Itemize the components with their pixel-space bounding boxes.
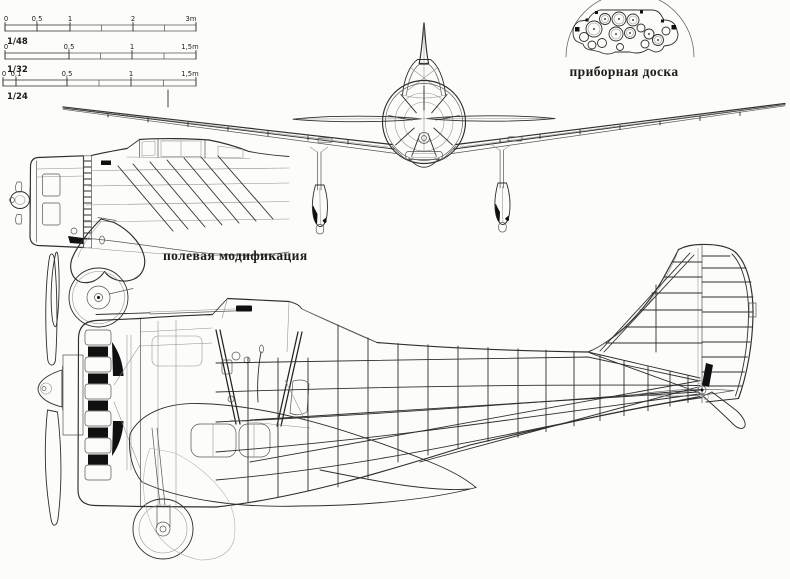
cutaway-side-view-drawing	[37, 243, 757, 561]
nose-side-view-drawing: полевая модификация	[9, 138, 308, 328]
wheel-stub	[315, 224, 325, 235]
ruler-scale-label: 1/24	[7, 92, 28, 102]
nose-cowling	[29, 155, 111, 249]
ruler-tick: 1,5m	[181, 70, 199, 78]
ruler-tick: 2	[131, 15, 135, 23]
ruler-tick: 0,5	[64, 43, 75, 51]
cutaway-propeller	[37, 253, 63, 526]
tail-skid	[702, 391, 746, 429]
nose-fuselage	[83, 138, 290, 257]
front-view-cowling	[381, 79, 467, 168]
wing-rib-ticks	[107, 111, 741, 145]
panel-gauges	[575, 10, 676, 51]
ruler-tick: 0	[2, 70, 6, 78]
ruler-tick: 3m	[186, 15, 197, 23]
front-view-wings	[62, 89, 786, 161]
tailplane-edge	[636, 388, 735, 397]
ruler-tick: 0	[4, 43, 8, 51]
cutaway-wing-phantom	[129, 403, 477, 507]
front-view-landing-gear-right	[492, 144, 511, 233]
cutaway-engine	[62, 329, 141, 481]
fuselage-arc	[565, 0, 695, 58]
fuel-tank-rear	[238, 423, 271, 458]
field-modification-label: полевая модификация	[163, 248, 308, 263]
ruler-tick: 1	[130, 43, 134, 51]
cutaway-cockpit	[151, 329, 311, 458]
ruler-scale-label: 1/32	[7, 65, 28, 75]
scale-ruler-1-24: 0 0,1 0,5 1 1,5m 1/24	[2, 70, 199, 102]
fin-ribs	[599, 252, 703, 353]
cowl-flap-hatch	[83, 160, 92, 240]
fuel-tank-front	[190, 423, 237, 458]
ruler-tick: 0,5	[32, 15, 43, 23]
ruler-tick: 1	[68, 15, 72, 23]
ruler-scale-label: 1/48	[7, 37, 28, 47]
ruler-tick: 0,1	[11, 70, 22, 78]
ruler-tick: 1	[129, 70, 133, 78]
bracing-wires	[249, 352, 701, 463]
cutaway-rear-framework	[215, 324, 701, 503]
nose-spinner	[9, 181, 31, 225]
nose-wheel	[68, 267, 134, 328]
wing-root-ribs	[117, 155, 274, 232]
nose-wheel-spat	[70, 217, 146, 284]
cutaway-landing-gear	[132, 427, 236, 561]
panel-outline	[572, 9, 679, 55]
scale-ruler-1-32: 0 0,5 1 1,5m 1/32	[4, 43, 199, 75]
front-view-drawing	[62, 22, 786, 235]
instrument-panel-label: приборная доска	[570, 64, 679, 79]
ruler-tick: 1,5m	[181, 43, 199, 51]
cutaway-tail	[587, 243, 757, 429]
ruler-tick: 0,5	[62, 70, 73, 78]
nose-propeller-blade	[50, 251, 60, 328]
cutaway-fuselage-outline	[77, 297, 703, 508]
ruler-tick: 0	[4, 15, 8, 23]
chin-cooler	[405, 151, 443, 160]
instrument-panel-drawing: приборная доска	[565, 0, 695, 79]
front-view-landing-gear-left	[309, 146, 329, 235]
scale-ruler-1-48: 0 0,5 1 2 3m 1/48	[4, 15, 197, 47]
front-view-propeller	[292, 115, 556, 123]
